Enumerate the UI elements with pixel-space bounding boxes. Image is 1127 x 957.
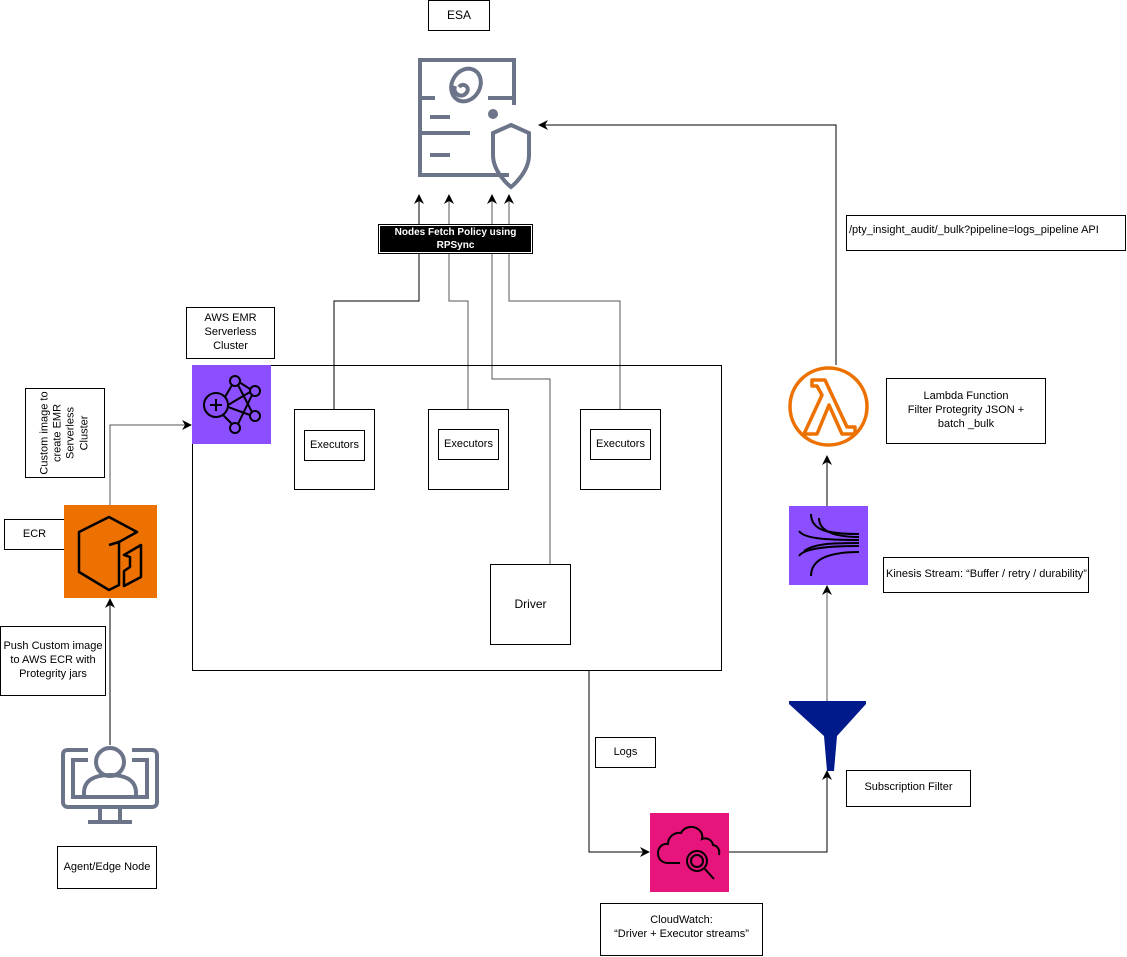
emr-serverless-icon bbox=[192, 365, 271, 444]
custom-image-label: Custom image to create EMR Serverless Cl… bbox=[25, 388, 105, 478]
executor-label-3: Executors bbox=[590, 429, 651, 460]
edge-ecr-emr bbox=[109, 420, 192, 505]
executor-label-1: Executors bbox=[304, 430, 365, 461]
emr-cluster-container bbox=[192, 365, 722, 671]
driver-node: Driver bbox=[490, 564, 571, 645]
edge-driver-esa bbox=[487, 194, 551, 565]
lambda-label: Lambda Function Filter Protegrity JSON +… bbox=[886, 378, 1046, 444]
kinesis-stream-icon bbox=[789, 506, 868, 585]
executor-node-1: Executors bbox=[294, 409, 375, 490]
cloudwatch-label: CloudWatch: “Driver + Executor streams” bbox=[600, 903, 763, 956]
push-image-label: Push Custom image to AWS ECR with Proteg… bbox=[0, 626, 106, 696]
kinesis-label: Kinesis Stream: “Buffer / retry / durabi… bbox=[883, 557, 1089, 593]
logs-label: Logs bbox=[595, 737, 656, 768]
agent-node-label: Agent/Edge Node bbox=[57, 846, 157, 889]
edge-lambda-esa bbox=[538, 120, 837, 365]
emr-cluster-label: AWS EMR Serverless Cluster bbox=[186, 307, 275, 359]
esa-label: ESA bbox=[428, 0, 490, 31]
lambda-icon bbox=[787, 365, 870, 448]
executor-label-2: Executors bbox=[438, 429, 499, 460]
subscription-filter-label: Subscription Filter bbox=[846, 770, 971, 807]
fetch-policy-label: Nodes Fetch Policy using RPSync bbox=[378, 224, 533, 254]
user-monitor-icon bbox=[60, 745, 160, 830]
executor-node-2: Executors bbox=[428, 409, 509, 490]
api-endpoint-label: /pty_insight_audit/_bulk?pipeline=logs_p… bbox=[846, 215, 1126, 251]
cloudwatch-search-icon bbox=[650, 813, 729, 892]
ecr-container-icon bbox=[64, 505, 157, 598]
edge-logs-cloudwatch bbox=[588, 671, 650, 857]
ecr-label: ECR bbox=[4, 519, 65, 550]
edge-cloudwatch-filter bbox=[729, 770, 832, 853]
server-shield-icon bbox=[415, 55, 540, 195]
executor-node-3: Executors bbox=[580, 409, 661, 490]
funnel-icon bbox=[789, 701, 867, 771]
